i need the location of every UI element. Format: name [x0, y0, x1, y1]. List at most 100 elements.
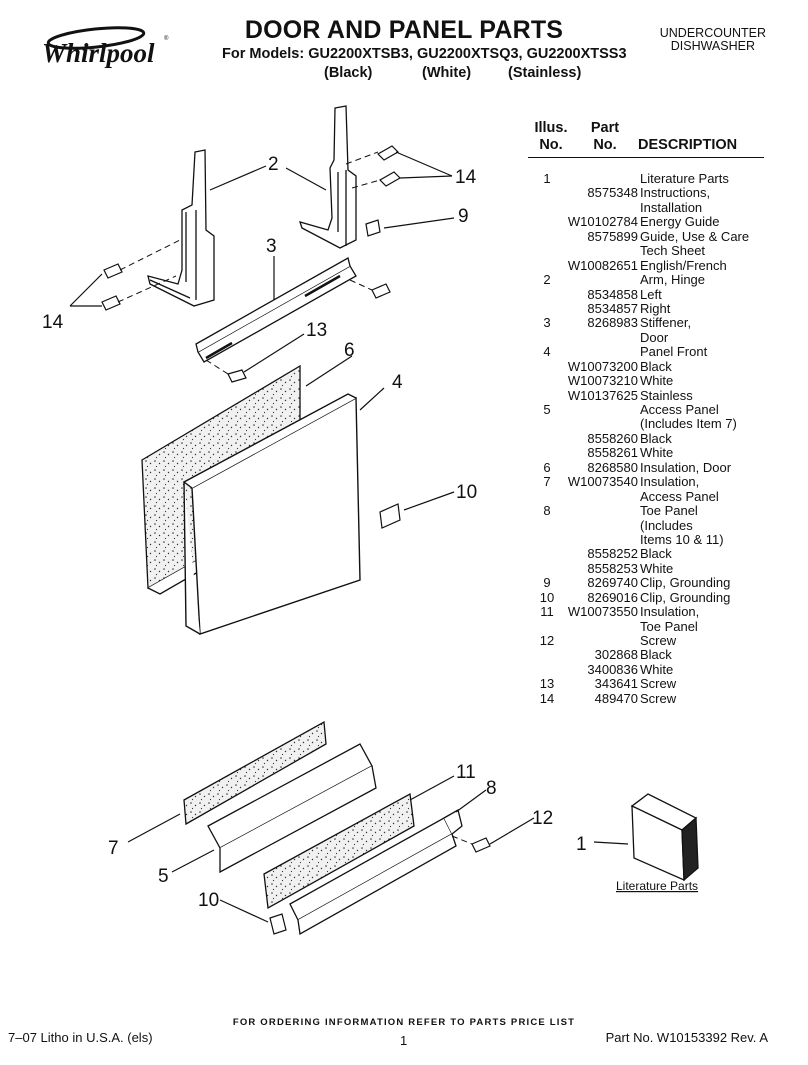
illus-number: 6	[543, 459, 551, 475]
part-description: Instructions,	[640, 185, 711, 201]
part-number: 8534857	[587, 300, 638, 316]
part-number: 8575348	[587, 185, 638, 201]
column-header-part: Part No.	[576, 120, 634, 154]
part-description: (Includes Item 7)	[640, 416, 737, 432]
part-description: English/French	[640, 257, 727, 273]
header-illus-line1: Illus.	[534, 120, 568, 136]
header-part-line1: Part	[590, 120, 620, 136]
column-header-description: DESCRIPTION	[638, 137, 738, 153]
part-description: Items 10 & 11)	[640, 531, 724, 547]
part-description: Black	[640, 358, 672, 374]
callout-7: 7	[108, 838, 119, 859]
callout-2: 2	[268, 154, 279, 175]
callout-8: 8	[486, 778, 497, 799]
hinge-arm-right	[298, 105, 357, 249]
part-description: Left	[640, 286, 662, 302]
part-description: Black	[640, 647, 672, 663]
page-title: DOOR AND PANEL PARTS	[244, 16, 564, 44]
part-description: Insulation,	[640, 604, 700, 620]
table-row: (Includes	[528, 517, 768, 533]
part-number: W10073550	[567, 604, 638, 620]
part-description: Toe Panel	[640, 618, 698, 634]
part-description: Panel Front	[640, 344, 708, 360]
toe-panel	[289, 809, 463, 936]
callout-3: 3	[266, 236, 277, 257]
callout-13: 13	[306, 320, 327, 341]
part-description: Screw	[640, 676, 677, 692]
header-illus-line2: No.	[539, 137, 563, 153]
part-number: W10137625	[567, 387, 638, 403]
callout-10-upper: 10	[456, 482, 477, 503]
product-category: UNDERCOUNTER DISHWASHER	[660, 27, 766, 53]
table-row: Toe Panel	[528, 618, 768, 634]
callout-5: 5	[158, 866, 169, 887]
model-color-white: (White)	[422, 65, 472, 81]
illus-number: 7	[543, 474, 551, 490]
part-number: 8534858	[587, 286, 638, 302]
part-description: Clip, Grounding	[640, 575, 731, 591]
grounding-clip-10-lower	[269, 913, 287, 935]
callout-11: 11	[456, 762, 476, 783]
part-description: Insulation,	[640, 474, 700, 490]
literature-parts-label: Literature Parts	[616, 879, 698, 893]
header-part-line2: No.	[593, 137, 617, 153]
callout-4: 4	[392, 372, 403, 393]
part-description: Tech Sheet	[640, 243, 706, 259]
part-description: Screw	[640, 690, 677, 706]
litho-note: 7–07 Litho in U.S.A. (els)	[8, 1030, 153, 1045]
part-description: Energy Guide	[640, 214, 720, 230]
page-number: 1	[400, 1033, 408, 1048]
part-number: 8269740	[587, 575, 638, 591]
part-description: Clip, Grounding	[640, 589, 731, 605]
svg-text:Whirlpool: Whirlpool	[42, 38, 155, 68]
access-panel	[207, 743, 377, 874]
part-description: (Includes	[640, 517, 693, 533]
part-description: White	[640, 373, 674, 389]
part-description: Guide, Use & Care	[640, 228, 750, 244]
part-description: Insulation, Door	[640, 459, 732, 475]
callout-14-left: 14	[42, 312, 64, 333]
part-number: W10073540	[567, 474, 638, 490]
screws	[101, 145, 491, 853]
table-row: Access Panel	[528, 489, 768, 504]
table-row: Door	[528, 330, 768, 345]
grounding-clip-10-upper	[379, 503, 401, 529]
part-number: W10073210	[567, 373, 638, 389]
access-panel-insulation	[183, 720, 327, 826]
part-description: Access Panel	[640, 402, 719, 417]
part-number: W10082651	[567, 257, 638, 273]
leader-lines	[69, 151, 629, 923]
models-line: For Models: GU2200XTSB3, GU2200XTSQ3, GU…	[222, 46, 627, 62]
part-description: Literature Parts	[640, 171, 729, 186]
header-rule	[528, 157, 764, 158]
model-color-stainless: (Stainless)	[508, 65, 582, 81]
exploded-parts-diagram: 2 14 9 3 14 13 6 4 10 11 8 12 7 5 10 1 L…	[42, 105, 699, 936]
callout-12: 12	[532, 808, 553, 829]
illus-number: 8	[543, 503, 551, 519]
part-number: 8268983	[587, 315, 638, 331]
illus-number: 10	[539, 589, 555, 605]
illus-number: 2	[543, 272, 551, 288]
svg-text:®: ®	[164, 35, 169, 42]
table-row: Items 10 & 11)	[528, 531, 768, 547]
illus-number: 4	[543, 344, 551, 360]
door-stiffener	[195, 257, 357, 363]
part-description: White	[640, 661, 674, 677]
illus-number: 13	[539, 676, 555, 692]
illus-number: 14	[539, 690, 555, 706]
